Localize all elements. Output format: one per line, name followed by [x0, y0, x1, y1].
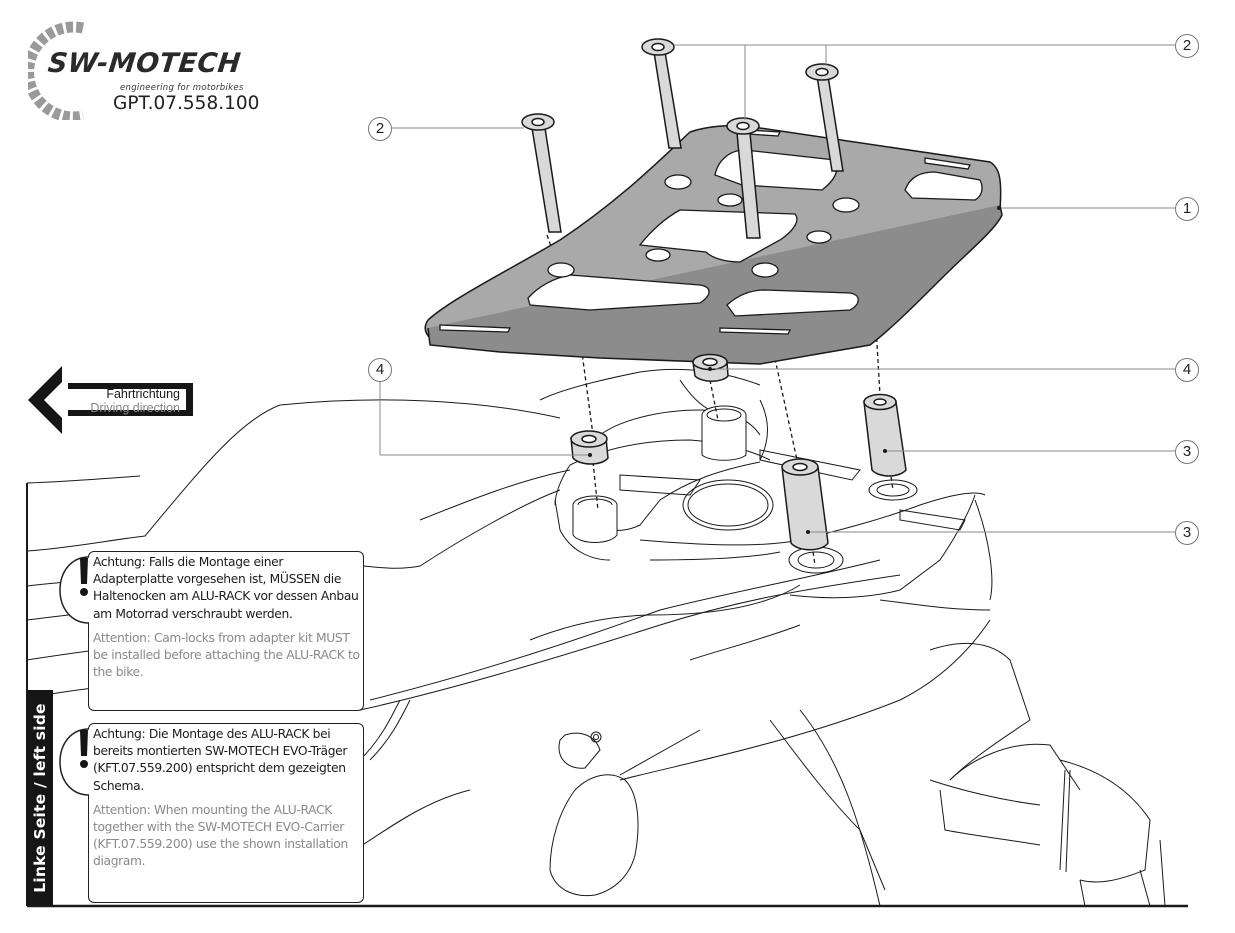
screw	[805, 63, 844, 172]
gear-icon	[28, 21, 85, 120]
spacers	[570, 353, 907, 551]
note-text-en: Attention: Cam-locks from adapter kit MU…	[93, 630, 360, 680]
warning-note-evo-carrier: Achtung: Die Montage des ALU-RACK bei be…	[59, 723, 364, 903]
brand-logo: SW-MOTECH engineering for motorbikes GPT…	[28, 20, 268, 120]
leader-lines	[379, 44, 1175, 533]
exclamation-icon	[80, 730, 88, 768]
short-spacer	[570, 430, 609, 465]
mount-bosses	[572, 405, 966, 574]
adapter-plate	[424, 124, 1003, 365]
side-indicator-tab: Linke Seite / left side	[27, 690, 53, 905]
screw	[726, 117, 761, 239]
long-spacer	[863, 393, 907, 477]
exclamation-icon	[80, 558, 88, 596]
callout-4-left: 4	[368, 358, 392, 382]
direction-label-en: Driving direction	[90, 401, 180, 415]
warning-note-cam-locks: Achtung: Falls die Montage einer Adapter…	[59, 551, 364, 711]
side-label: Linke Seite / left side	[31, 702, 49, 893]
note-text-de: Achtung: Falls die Montage einer Adapter…	[93, 555, 359, 621]
callout-3-lower: 3	[1175, 521, 1199, 545]
part-number: GPT.07.558.100	[113, 93, 260, 114]
callout-2-left: 2	[368, 117, 392, 141]
note-text-en: Attention: When mounting the ALU-RACK to…	[93, 802, 348, 869]
leader-dots	[588, 206, 1001, 534]
callout-2-right: 2	[1175, 34, 1199, 58]
brand-tagline: engineering for motorbikes	[120, 83, 244, 93]
note-text-de: Achtung: Die Montage des ALU-RACK bei be…	[93, 727, 348, 793]
callout-4-right: 4	[1175, 358, 1199, 382]
arrow-left-icon	[28, 366, 193, 434]
callout-3-upper: 3	[1175, 440, 1199, 464]
direction-label: Fahrtrichtung Driving direction	[66, 387, 180, 415]
callout-1: 1	[1175, 197, 1199, 221]
long-spacer	[781, 458, 829, 551]
screw	[641, 38, 682, 149]
direction-label-de: Fahrtrichtung	[106, 387, 180, 401]
short-spacer	[692, 353, 729, 382]
countersunk-screws	[521, 38, 844, 239]
brand-name: SW-MOTECH	[46, 48, 243, 79]
screw	[521, 113, 562, 233]
